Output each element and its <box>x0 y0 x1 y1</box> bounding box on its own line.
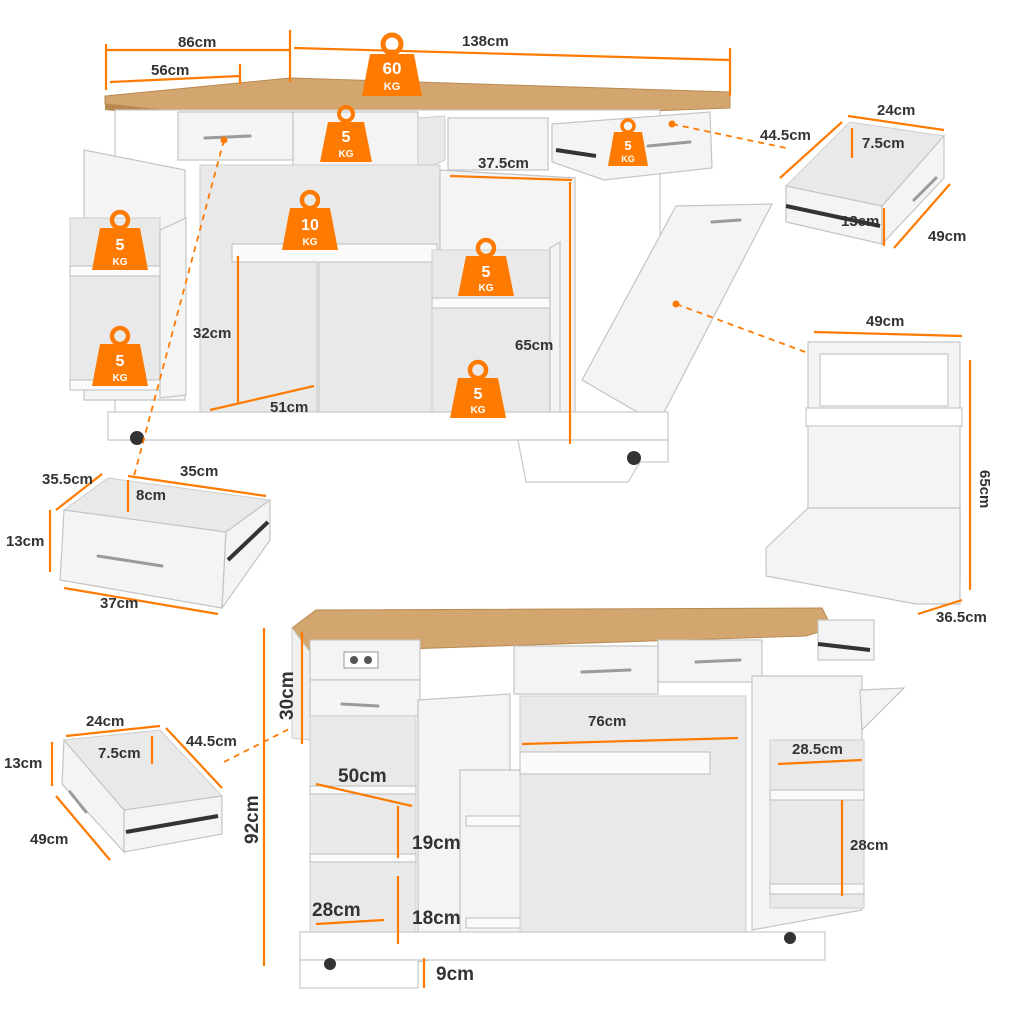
dim-left-drawer-height: 13cm <box>6 533 44 550</box>
small-drawer-detail <box>61 729 224 854</box>
dim-small-drawer-depth: 44.5cm <box>186 733 237 750</box>
trash-bin-holder <box>765 507 961 605</box>
power-outlet <box>343 651 379 669</box>
weight-badge-left-rack-top: 5 KG <box>92 209 148 270</box>
dim-trash-drawer-height: 13cm <box>841 213 879 230</box>
svg-text:KG: KG <box>339 149 354 160</box>
caster-wheel <box>784 932 796 944</box>
svg-text:5: 5 <box>624 138 631 153</box>
island-base-bottom <box>299 931 826 961</box>
drawer-handle <box>96 554 164 568</box>
svg-text:KG: KG <box>113 373 128 384</box>
dim-trash-door-width: 49cm <box>866 313 904 330</box>
dim-drop-leaf: 30cm <box>277 671 298 720</box>
dim-left-drawer-length: 37cm <box>100 595 138 612</box>
dim-cabinet-inner-width: 51cm <box>270 399 308 416</box>
dim-left-drawer-width: 35cm <box>180 463 218 480</box>
trash-door-detail <box>765 341 963 605</box>
svg-text:KG: KG <box>384 81 401 93</box>
svg-text:5: 5 <box>474 386 483 403</box>
kettlebell-icon <box>450 378 506 418</box>
kettlebell-icon <box>608 132 648 166</box>
dim-width-extended: 138cm <box>462 33 509 50</box>
dim-base-height: 9cm <box>436 964 474 985</box>
svg-text:60: 60 <box>383 59 402 78</box>
svg-text:KG: KG <box>303 237 318 248</box>
dim-shelf-depth: 28cm <box>312 900 361 921</box>
top-kitchen-island <box>69 77 773 483</box>
kettlebell-icon <box>282 208 338 250</box>
left-drawer-detail <box>59 477 272 611</box>
weight-badge-left-rack-bottom: 5 KG <box>92 325 148 386</box>
weight-badge-side-drawer: 5 KG <box>608 118 648 166</box>
dim-small-drawer-width: 24cm <box>86 713 124 730</box>
dim-rack-width: 28.5cm <box>792 741 843 758</box>
svg-text:5: 5 <box>116 353 125 370</box>
bottom-kitchen-island <box>291 607 906 989</box>
weight-badge-right-rack-top: 5 KG <box>458 237 514 296</box>
dim-cabinet-inner-height: 32cm <box>193 325 231 342</box>
caster-wheel <box>627 451 641 465</box>
small-drawer-bottom <box>309 679 421 717</box>
dim-left-drawer-outer-depth: 35.5cm <box>42 471 93 488</box>
caster-wheel <box>324 958 336 970</box>
dim-center-cabinet-width: 76cm <box>588 713 626 730</box>
center-shelf <box>519 751 711 775</box>
dim-right-cabinet-height: 65cm <box>515 337 553 354</box>
dim-rack-height: 28cm <box>850 837 888 854</box>
weight-badge-shelf: 10 KG <box>282 189 338 250</box>
center-cabinet-interior <box>519 695 747 947</box>
dim-shelf-height-upper: 19cm <box>412 833 461 854</box>
svg-text:KG: KG <box>479 283 494 294</box>
dim-small-drawer-inner-height: 7.5cm <box>98 745 141 762</box>
svg-text:5: 5 <box>116 237 125 254</box>
dim-total-height: 92cm <box>242 795 263 844</box>
weight-badge-top: 60 KG <box>362 32 422 96</box>
dim-small-drawer-height: 13cm <box>4 755 42 772</box>
dim-width-left: 86cm <box>178 34 216 51</box>
dim-trash-door-depth: 36.5cm <box>936 609 987 626</box>
dim-trash-drawer-inner-height: 7.5cm <box>862 135 905 152</box>
svg-text:KG: KG <box>621 154 635 164</box>
kettlebell-icon <box>92 228 148 270</box>
drawer-bottom-left <box>513 645 659 695</box>
kettlebell-icon <box>320 122 372 162</box>
dim-trash-drawer-depth: 44.5cm <box>760 127 811 144</box>
svg-text:KG: KG <box>471 405 486 416</box>
island-base <box>107 411 669 441</box>
trash-drawer-detail <box>784 121 945 246</box>
svg-text:10: 10 <box>301 217 319 234</box>
kettlebell-icon <box>362 54 422 96</box>
kettlebell-icon <box>458 256 514 296</box>
dim-trash-door-height: 65cm <box>976 470 993 508</box>
dim-left-drawer-inner-height: 8cm <box>136 487 166 504</box>
weight-badge-right-rack-bottom: 5 KG <box>450 359 506 418</box>
drawer-handle <box>912 176 938 202</box>
svg-text:5: 5 <box>482 264 491 281</box>
dim-small-drawer-length: 49cm <box>30 831 68 848</box>
drawer-handle <box>68 790 88 814</box>
kettlebell-icon <box>92 344 148 386</box>
trash-door-tilted <box>581 203 773 425</box>
dim-trash-drawer-length: 49cm <box>928 228 966 245</box>
dim-right-cabinet-width: 37.5cm <box>478 155 529 172</box>
svg-text:KG: KG <box>113 257 128 268</box>
caster-wheel <box>130 431 144 445</box>
dim-shelf-height-lower: 18cm <box>412 908 461 929</box>
dim-width-left-inner: 56cm <box>151 62 189 79</box>
weight-badge-drawer: 5 KG <box>320 105 372 162</box>
dim-trash-drawer-width: 24cm <box>877 102 915 119</box>
svg-text:5: 5 <box>342 129 351 146</box>
dim-open-shelf-width: 50cm <box>338 766 387 787</box>
